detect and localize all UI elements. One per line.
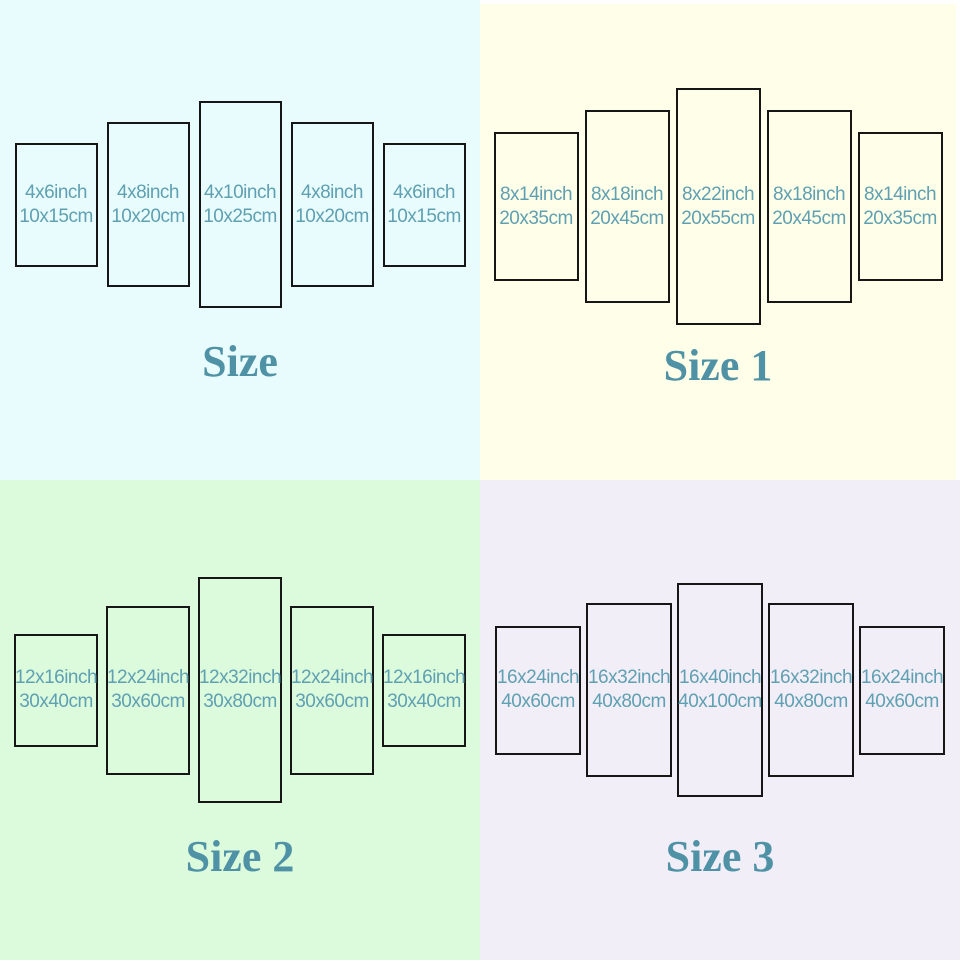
canvas-panel: 8x18inch 20x45cm bbox=[584, 110, 670, 303]
canvas-panel: 4x8inch 10x20cm bbox=[290, 122, 374, 287]
panel-size-inch: 4x6inch bbox=[393, 181, 456, 203]
size-group-title: Size 3 bbox=[665, 832, 775, 881]
quadrant-size: 4x6inch 10x15cm 4x8inch 10x20cm 4x10inch… bbox=[0, 0, 480, 480]
canvas-panel: 12x24inch 30x60cm bbox=[290, 605, 374, 775]
panel-size-inch: 16x24inch bbox=[496, 667, 580, 688]
canvas-panel: 16x32inch 40x80cm bbox=[768, 603, 854, 777]
panel-size-cm: 30x60cm bbox=[295, 691, 369, 712]
panel-size-cm: 30x40cm bbox=[19, 691, 93, 712]
panel-size-inch: 4x6inch bbox=[25, 181, 88, 203]
panel-size-cm: 30x40cm bbox=[387, 691, 461, 712]
panel-size-inch: 12x16inch bbox=[382, 667, 466, 688]
panel-size-inch: 16x32inch bbox=[587, 667, 671, 688]
quadrant-size-3: 16x24inch 40x60cm 16x32inch 40x80cm 16x4… bbox=[480, 480, 960, 960]
panel-size-inch: 12x24inch bbox=[106, 667, 190, 688]
panel-size-cm: 10x15cm bbox=[19, 205, 93, 227]
canvas-panel: 4x6inch 10x15cm bbox=[382, 142, 466, 267]
panel-size-inch: 4x8inch bbox=[301, 181, 364, 203]
canvas-panel: 12x24inch 30x60cm bbox=[106, 605, 190, 775]
panel-size-inch: 8x14inch bbox=[499, 183, 573, 205]
size-group-title: Size 2 bbox=[185, 832, 295, 881]
panel-size-inch: 4x8inch bbox=[117, 181, 180, 203]
panel-size-cm: 20x35cm bbox=[863, 207, 937, 229]
panel-size-inch: 16x24inch bbox=[860, 667, 944, 688]
size-group-title: Size bbox=[202, 337, 278, 386]
panel-size-cm: 20x35cm bbox=[499, 207, 573, 229]
canvas-panel: 8x18inch 20x45cm bbox=[766, 110, 852, 303]
canvas-panel: 16x32inch 40x80cm bbox=[586, 603, 672, 777]
panel-size-cm: 10x15cm bbox=[387, 205, 461, 227]
canvas-panel: 16x40inch 40x100cm bbox=[677, 583, 763, 797]
canvas-panel: 12x16inch 30x40cm bbox=[382, 633, 466, 747]
panel-size-cm: 40x80cm bbox=[592, 691, 666, 712]
panel-size-inch: 16x40inch bbox=[678, 667, 762, 688]
canvas-panel: 8x22inch 20x55cm bbox=[675, 88, 761, 325]
canvas-panel: 4x10inch 10x25cm bbox=[198, 101, 282, 308]
panel-size-inch: 16x32inch bbox=[769, 667, 853, 688]
panel-size-cm: 20x55cm bbox=[681, 207, 755, 229]
panel-size-cm: 30x60cm bbox=[111, 691, 185, 712]
panel-group: 16x24inch 40x60cm 16x32inch 40x80cm 16x4… bbox=[480, 480, 960, 900]
panel-group: 8x14inch 20x35cm 8x18inch 20x45cm 8x22in… bbox=[480, 4, 956, 409]
panel-size-cm: 10x20cm bbox=[295, 205, 369, 227]
panel-size-cm: 40x80cm bbox=[774, 691, 848, 712]
panel-size-inch: 4x10inch bbox=[203, 181, 277, 203]
panel-size-inch: 8x22inch bbox=[681, 183, 755, 205]
panel-size-cm: 40x60cm bbox=[865, 691, 939, 712]
panel-size-cm: 40x100cm bbox=[678, 691, 762, 712]
canvas-panel: 16x24inch 40x60cm bbox=[495, 625, 581, 755]
panel-size-cm: 10x20cm bbox=[111, 205, 185, 227]
canvas-panel: 8x14inch 20x35cm bbox=[857, 132, 943, 281]
canvas-panel: 12x32inch 30x80cm bbox=[198, 577, 282, 803]
panel-size-inch: 8x18inch bbox=[590, 183, 664, 205]
panel-group: 4x6inch 10x15cm 4x8inch 10x20cm 4x10inch… bbox=[0, 0, 480, 409]
panel-size-inch: 12x24inch bbox=[290, 667, 374, 688]
panel-size-cm: 20x45cm bbox=[590, 207, 664, 229]
size-group-title: Size 1 bbox=[663, 341, 773, 390]
canvas-panel: 4x6inch 10x15cm bbox=[14, 142, 98, 267]
panel-group: 12x16inch 30x40cm 12x24inch 30x60cm 12x3… bbox=[0, 480, 480, 900]
canvas-panel: 4x8inch 10x20cm bbox=[106, 122, 190, 287]
panel-size-cm: 10x25cm bbox=[203, 205, 277, 227]
panel-size-cm: 40x60cm bbox=[501, 691, 575, 712]
canvas-panel: 16x24inch 40x60cm bbox=[859, 625, 945, 755]
panel-size-inch: 12x32inch bbox=[198, 667, 282, 688]
canvas-panel: 12x16inch 30x40cm bbox=[14, 633, 98, 747]
quadrant-size-1: 8x14inch 20x35cm 8x18inch 20x45cm 8x22in… bbox=[480, 0, 960, 480]
canvas-panel: 8x14inch 20x35cm bbox=[493, 132, 579, 281]
panel-size-cm: 30x80cm bbox=[203, 691, 277, 712]
panel-size-inch: 8x14inch bbox=[863, 183, 937, 205]
panel-size-inch: 8x18inch bbox=[772, 183, 846, 205]
quadrant-size-2: 12x16inch 30x40cm 12x24inch 30x60cm 12x3… bbox=[0, 480, 480, 960]
panel-size-inch: 12x16inch bbox=[14, 667, 98, 688]
panel-size-cm: 20x45cm bbox=[772, 207, 846, 229]
